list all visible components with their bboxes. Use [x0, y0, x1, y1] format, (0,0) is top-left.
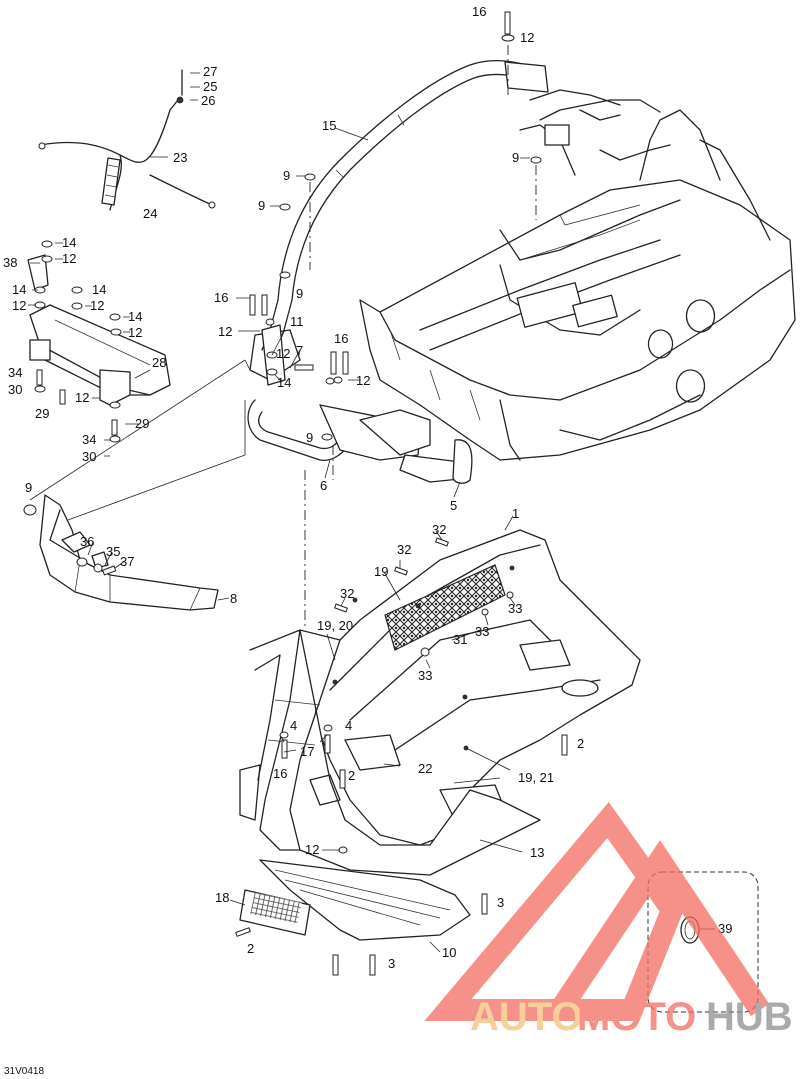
- callout-12: 12: [128, 325, 142, 340]
- callout-29: 29: [35, 406, 49, 421]
- callout-10: 10: [442, 945, 456, 960]
- callout-9: 9: [306, 430, 313, 445]
- callout-19-20: 19, 20: [317, 618, 353, 633]
- callout-2: 2: [348, 768, 355, 783]
- callout-16: 16: [273, 766, 287, 781]
- watermark-hub: HUB: [706, 995, 793, 1039]
- callout-33: 33: [508, 601, 522, 616]
- callout-30: 30: [82, 449, 96, 464]
- callout-32: 32: [397, 542, 411, 557]
- callout-14: 14: [277, 375, 291, 390]
- hardware-fasteners: [23, 11, 568, 976]
- callout-33: 33: [418, 668, 432, 683]
- callout-34: 34: [82, 432, 96, 447]
- callout-12: 12: [75, 390, 89, 405]
- callout-37: 37: [120, 554, 134, 569]
- callout-4: 4: [290, 718, 297, 733]
- callout-11: 11: [290, 314, 304, 329]
- callout-32: 32: [432, 522, 446, 537]
- callout-6: 6: [320, 478, 327, 493]
- callout-12: 12: [12, 298, 26, 313]
- callout-14: 14: [92, 282, 106, 297]
- callout-12: 12: [62, 251, 76, 266]
- front-bumper: [39, 494, 219, 611]
- front-nose-panel: [239, 629, 541, 876]
- callout-29: 29: [135, 416, 149, 431]
- callout-1: 1: [512, 506, 519, 521]
- callout-12: 12: [218, 324, 232, 339]
- callout-17: 17: [300, 744, 314, 759]
- callout-25: 25: [203, 79, 217, 94]
- leader-lines: [28, 45, 715, 953]
- tether-strap: [38, 69, 216, 211]
- callout-9: 9: [258, 198, 265, 213]
- callout-12: 12: [276, 346, 290, 361]
- callout-12: 12: [305, 842, 319, 857]
- callout-3: 3: [497, 895, 504, 910]
- callout-14: 14: [128, 309, 142, 324]
- callout-38: 38: [3, 255, 17, 270]
- callout-8: 8: [230, 591, 237, 606]
- roll-bar-tube: [261, 59, 549, 353]
- callout-16: 16: [214, 290, 228, 305]
- callout-3: 3: [388, 956, 395, 971]
- callout-24: 24: [143, 206, 157, 221]
- callout-16: 16: [472, 4, 486, 19]
- callout-33: 33: [475, 624, 489, 639]
- callout-7: 7: [296, 343, 303, 358]
- callout-9: 9: [25, 480, 32, 495]
- front-bumper-bracket: [27, 254, 171, 406]
- lower-skid-plate: [239, 859, 471, 941]
- callout-35: 35: [106, 544, 120, 559]
- callout-12: 12: [90, 298, 104, 313]
- callout-23: 23: [173, 150, 187, 165]
- reference-code: 31V0418: [4, 1066, 44, 1077]
- watermark-moto: MOTO: [577, 995, 696, 1039]
- callout-15: 15: [322, 118, 336, 133]
- callout-36: 36: [80, 534, 94, 549]
- callout-18: 18: [215, 890, 229, 905]
- callout-12: 12: [356, 373, 370, 388]
- callout-14: 14: [12, 282, 26, 297]
- callout-31: 31: [453, 632, 467, 647]
- callout-19: 19: [374, 564, 388, 579]
- callout-9: 9: [283, 168, 290, 183]
- callout-34: 34: [8, 365, 22, 380]
- callout-13: 13: [530, 845, 544, 860]
- rear-frame-assembly: [359, 89, 796, 461]
- callout-2: 2: [577, 736, 584, 751]
- callout-2: 2: [247, 941, 254, 956]
- callout-26: 26: [201, 93, 215, 108]
- callout-9: 9: [512, 150, 519, 165]
- callout-9: 9: [296, 286, 303, 301]
- callout-14: 14: [62, 235, 76, 250]
- callout-19-21: 19, 21: [518, 770, 554, 785]
- callout-39: 39: [718, 921, 732, 936]
- callout-16: 16: [334, 331, 348, 346]
- callout-30: 30: [8, 382, 22, 397]
- watermark-auto: AUTO: [470, 995, 583, 1039]
- automotohub-watermark: AUTO MOTO HUB: [424, 802, 793, 1039]
- callout-labels: 16 12 27 25 26 23 24 15 9 9 9 9 9 9 14 3…: [3, 4, 732, 971]
- callout-4: 4: [345, 718, 352, 733]
- callout-27: 27: [203, 64, 217, 79]
- callout-12: 12: [520, 30, 534, 45]
- callout-28: 28: [152, 355, 166, 370]
- callout-32: 32: [340, 586, 354, 601]
- callout-22: 22: [418, 761, 432, 776]
- callout-5: 5: [450, 498, 457, 513]
